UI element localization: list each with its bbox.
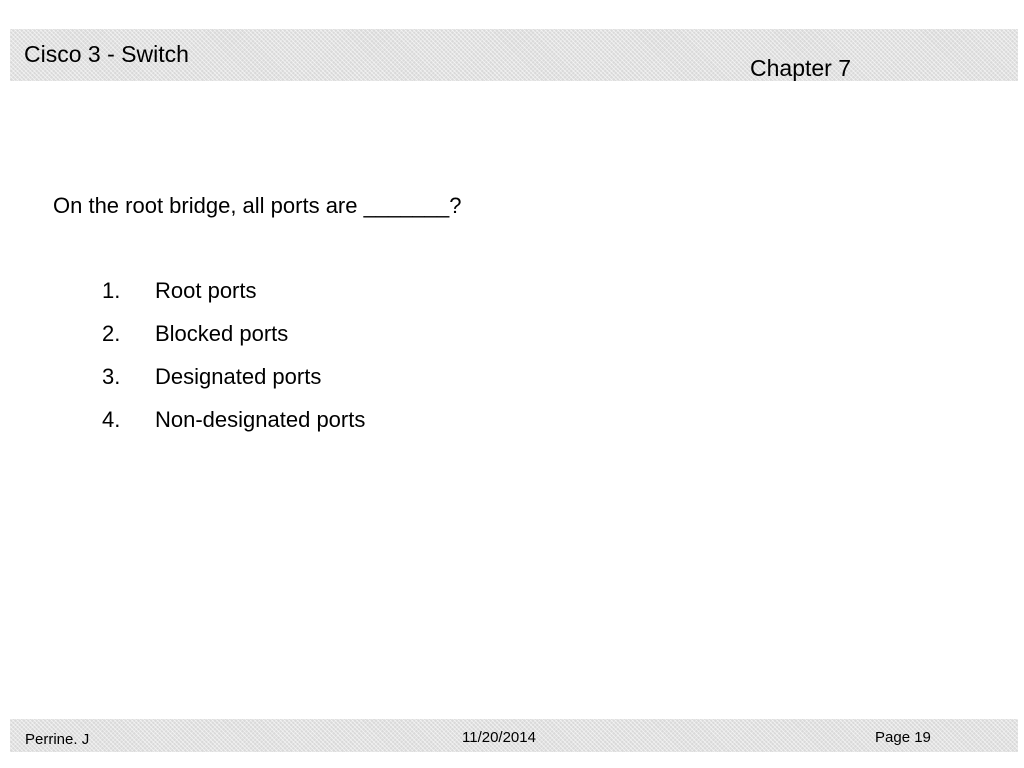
footer-page-number: Page 19: [875, 729, 931, 746]
question-text: On the root bridge, all ports are ______…: [53, 193, 462, 218]
answer-option: 2. Blocked ports: [102, 320, 365, 363]
header-band: [10, 29, 1018, 81]
option-label: Designated ports: [155, 364, 322, 389]
answer-option: 3. Designated ports: [102, 363, 365, 406]
chapter-label: Chapter 7: [750, 55, 852, 81]
option-number: 3.: [102, 364, 121, 389]
answer-option: 4. Non-designated ports: [102, 406, 365, 449]
option-label: Blocked ports: [155, 321, 289, 346]
option-number: 1.: [102, 278, 121, 303]
option-number: 2.: [102, 321, 121, 346]
course-title: Cisco 3 - Switch: [24, 41, 189, 67]
footer-band: [10, 719, 1018, 752]
option-label: Non-designated ports: [155, 407, 366, 432]
answer-options-list: 1. Root ports 2. Blocked ports 3. Design…: [102, 277, 365, 449]
option-number: 4.: [102, 407, 121, 432]
footer-author: Perrine. J: [25, 731, 90, 748]
option-label: Root ports: [155, 278, 257, 303]
answer-option: 1. Root ports: [102, 277, 365, 320]
footer-date: 11/20/2014: [462, 729, 536, 746]
